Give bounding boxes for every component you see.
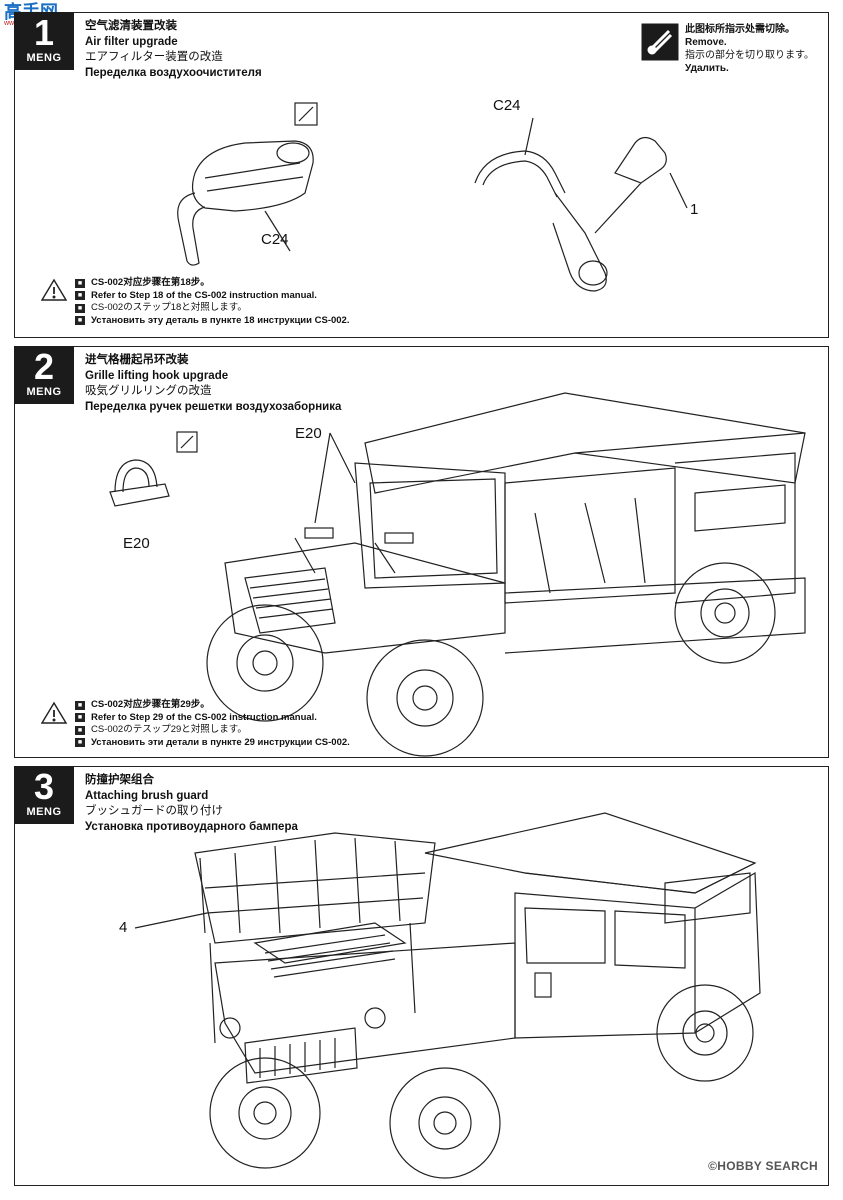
step-2-note-jp: CS-002のテスップ29と対照します。 xyxy=(91,724,247,735)
lifting-hook-drawing xyxy=(109,431,198,507)
step-3-callout-4: 4 xyxy=(119,919,128,936)
step-1-title-cn: 空气滤清装置改装 xyxy=(85,20,177,32)
step-1-title-en: Air filter upgrade xyxy=(85,35,178,48)
remove-legend-en: Remove. xyxy=(685,37,727,48)
step-2-part-label-a: E20 xyxy=(123,535,150,552)
step-1-note-jp: CS-002のステップ18と対照します。 xyxy=(91,302,247,313)
step-1-note-en: Refer to Step 18 of the CS-002 instructi… xyxy=(91,289,317,301)
step-3-badge: 3 MENG xyxy=(14,766,74,824)
step-2-title-en: Grille lifting hook upgrade xyxy=(85,369,229,382)
step-2-titles: 进气格栅起吊环改装 Grille lifting hook upgrade 吸気… xyxy=(85,353,341,415)
step-3-title-jp: ブッシュガードの取り付け xyxy=(85,805,223,817)
step-2-part-label-b: E20 xyxy=(295,425,322,442)
flag-en-icon: ■ xyxy=(75,291,85,301)
remove-legend-jp: 指示の部分を切り取ります。 xyxy=(685,50,814,61)
step-1-badge: 1 MENG xyxy=(14,12,74,70)
step-1-callout-1: 1 xyxy=(690,201,699,218)
step-2-number: 2 xyxy=(33,346,55,387)
step-3-title-cn: 防撞护架组合 xyxy=(85,774,154,786)
step-1-note-cn: CS-002对应步骤在第18步。 xyxy=(91,277,210,288)
step-1-number: 1 xyxy=(33,12,55,53)
step-2-title-jp: 吸気グリルリングの改造 xyxy=(85,385,212,397)
step-2-panel: 2 MENG 进气格栅起吊环改装 Grille lifting hook upg… xyxy=(14,346,829,758)
step-3-panel: 3 MENG 防撞护架组合 Attaching brush guard ブッシュ… xyxy=(14,766,829,1186)
flag-jp-icon: ■ xyxy=(75,725,85,735)
air-filter-drawing xyxy=(177,102,318,266)
hobby-search-watermark: ©HOBBY SEARCH xyxy=(708,1159,818,1173)
step-2-note-cn: CS-002对应步骤在第29步。 xyxy=(91,699,210,710)
step-2-note-en: Refer to Step 29 of the CS-002 instructi… xyxy=(91,711,317,723)
step-1-brand: MENG xyxy=(26,52,62,64)
step-2-brand: MENG xyxy=(26,386,62,398)
flag-cn-icon: ■ xyxy=(75,700,85,710)
step-2-note-ru: Установить эти детали в пункте 29 инстру… xyxy=(91,736,350,748)
step-3-title-en: Attaching brush guard xyxy=(85,789,209,802)
step-3-brand: MENG xyxy=(26,806,62,818)
humvee-open-drawing xyxy=(206,392,806,757)
humvee-brush-guard-drawing xyxy=(134,812,761,1179)
step-1-part-label-a: C24 xyxy=(261,231,289,248)
warning-icon xyxy=(41,701,67,724)
step-1-note: ■ CS-002对应步骤在第18步。 ■ Refer to Step 18 of t… xyxy=(75,277,349,327)
step-2-title-cn: 进气格栅起吊环改装 xyxy=(85,354,189,366)
step-3-number: 3 xyxy=(33,766,55,807)
air-intake-pipe-drawing xyxy=(474,117,688,292)
remove-legend: 此图标所指示处需切除。 Remove. 指示の部分を切り取ります。 Удалит… xyxy=(641,23,814,75)
flag-jp-icon: ■ xyxy=(75,303,85,313)
step-2-note: ■ CS-002对应步骤在第29步。 ■ Refer to Step 29 of t… xyxy=(75,699,350,749)
warning-icon xyxy=(41,278,67,301)
step-3-titles: 防撞护架组合 Attaching brush guard ブッシュガードの取り付… xyxy=(85,773,298,835)
step-2-badge: 2 MENG xyxy=(14,346,74,404)
step-1-title-jp: エアフィルター装置の改造 xyxy=(85,51,223,63)
step-3-title-ru: Установка противоударного бампера xyxy=(85,820,298,833)
cutter-icon xyxy=(641,23,679,61)
flag-en-icon: ■ xyxy=(75,713,85,723)
flag-ru-icon: ■ xyxy=(75,738,85,748)
flag-ru-icon: ■ xyxy=(75,316,85,326)
remove-legend-ru: Удалить. xyxy=(685,63,729,74)
remove-legend-cn: 此图标所指示处需切除。 xyxy=(685,24,795,35)
step-1-panel: 1 MENG 空气滤清装置改装 Air filter upgrade エアフィル… xyxy=(14,12,829,338)
flag-cn-icon: ■ xyxy=(75,278,85,288)
step-1-part-label-b: C24 xyxy=(493,97,521,114)
step-1-note-ru: Установить эту деталь в пункте 18 инстру… xyxy=(91,314,350,326)
step-1-titles: 空气滤清装置改装 Air filter upgrade エアフィルター装置の改造… xyxy=(85,19,262,81)
step-2-title-ru: Переделка ручек решетки воздухозаборника xyxy=(85,400,342,413)
step-1-title-ru: Переделка воздухоочистителя xyxy=(85,66,262,79)
